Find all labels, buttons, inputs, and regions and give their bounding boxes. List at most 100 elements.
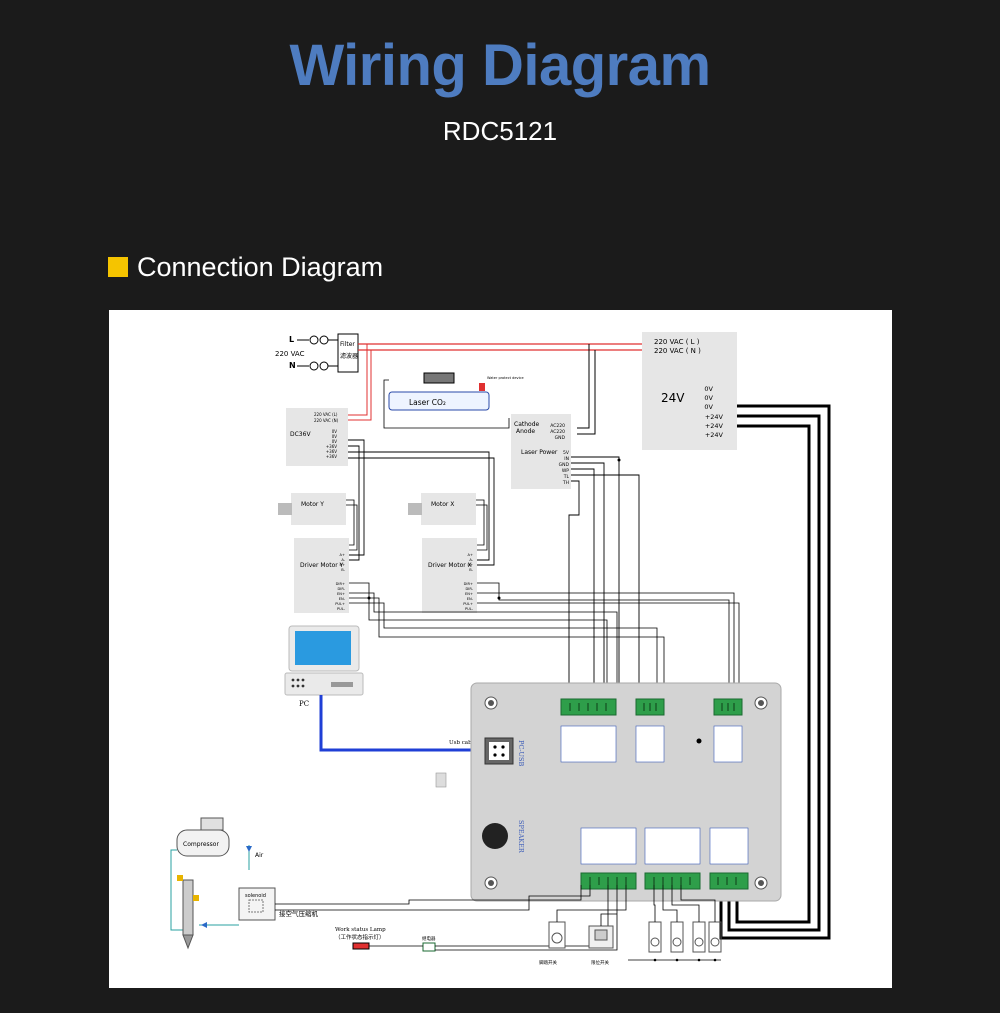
- dc36-out-0: 0V: [332, 429, 338, 434]
- dc36-out-5: +36V: [326, 454, 337, 459]
- dc36v-psu: 220 VAC (L) 220 VAC (N) DC36V 0V 0V 0V +…: [286, 408, 348, 466]
- mains-input: L 220 VAC N Filter 滤波器: [275, 333, 359, 373]
- psu-out-5: +24V: [705, 431, 724, 439]
- pc-screen: [295, 631, 351, 665]
- relay-label: 继电器: [422, 935, 436, 942]
- controller-board: PC-USB SPEAKER: [470, 682, 782, 902]
- motor-x: Motor X: [408, 493, 476, 525]
- filter-label: Filter: [340, 341, 355, 348]
- driver-x-body: [422, 538, 477, 613]
- lamp-label: Work status Lamp: [335, 927, 386, 933]
- wiring-diagram: L 220 VAC N Filter 滤波器 220 VAC ( L ) 220…: [170, 332, 831, 966]
- mains-n-label: N: [289, 361, 296, 370]
- driver-y-pin-3: B-: [341, 568, 345, 572]
- dc36-in-1: 220 VAC (N): [314, 418, 339, 423]
- dc36v-body: [286, 408, 348, 466]
- driver-y-pin-6: EN+: [337, 592, 345, 596]
- wiring-diagram-panel: L 220 VAC N Filter 滤波器 220 VAC ( L ) 220…: [109, 310, 892, 988]
- psu-in-l: 220 VAC ( L ): [654, 338, 700, 346]
- lp-out-2: GND: [559, 462, 570, 468]
- laser-head: [177, 875, 239, 950]
- laser-tube-body: [388, 391, 490, 411]
- controller-body: [470, 682, 782, 902]
- driver-x-pin-8: PUL+: [463, 602, 473, 606]
- driver-x-pin-9: PUL-: [465, 607, 474, 611]
- section-label: Connection Diagram: [137, 251, 384, 282]
- lp-out-1: IN: [564, 456, 569, 462]
- lp-in-1: AC220: [550, 429, 565, 435]
- compressor-label: Compressor: [183, 841, 219, 848]
- motor-y-body: [291, 493, 346, 525]
- psu-24v-body: [642, 332, 737, 450]
- usb-cable-label: Usb cable: [449, 740, 477, 746]
- limit-switches: [628, 885, 722, 961]
- filter-cn-label: 滤波器: [340, 352, 358, 360]
- driver-y-name: Driver Motor Y: [300, 562, 344, 569]
- lp-out-3: WP: [562, 468, 569, 474]
- laser-power-body: [511, 414, 571, 489]
- laser-tube-label: Laser CO₂: [409, 398, 446, 407]
- motor-y: Motor Y: [278, 493, 346, 525]
- dc36-out-1: 0V: [332, 434, 338, 439]
- psu-24v: 220 VAC ( L ) 220 VAC ( N ) 24V 0V 0V 0V…: [642, 332, 737, 450]
- motor-x-body: [421, 493, 476, 525]
- dc36-out-3: +36V: [326, 444, 337, 449]
- driver-x-name: Driver Motor X: [428, 562, 472, 569]
- driver-x-pin-6: EN+: [465, 592, 473, 596]
- laser-power-name: Laser Power: [521, 449, 558, 456]
- motor-x-name: Motor X: [431, 501, 454, 508]
- lp-in-2: GND: [555, 435, 566, 441]
- psu-out-4: +24V: [705, 422, 724, 430]
- solenoid-body: [238, 887, 276, 921]
- psu-out-0: 0V: [704, 385, 713, 393]
- psu-name: 24V: [661, 391, 685, 405]
- driver-x-pin-4: DIR+: [464, 582, 473, 586]
- driver-y-pin-0: A+: [340, 553, 345, 557]
- lp-out-5: TH: [562, 480, 569, 486]
- speaker-icon: [482, 823, 508, 849]
- mains-l-label: L: [289, 335, 294, 344]
- pc-label: PC: [299, 700, 309, 708]
- speaker-label: SPEAKER: [517, 820, 525, 854]
- filter-box: [337, 333, 359, 373]
- solenoid-label: solenoid: [245, 893, 266, 899]
- driver-motor-x: Driver Motor X A+ A- B+ B- DIR+ DIR- EN+…: [422, 538, 477, 613]
- psu-out-3: +24V: [705, 413, 724, 421]
- air-label: Air: [255, 852, 264, 859]
- water-protect-device: [423, 372, 455, 384]
- driver-x-pin-2: B+: [468, 563, 473, 567]
- limit-switch-label: 限位开关: [591, 959, 609, 966]
- usb-port-label: PC-USB: [517, 740, 525, 766]
- driver-y-pin-5: DIR-: [338, 587, 346, 591]
- driver-x-pin-0: A+: [468, 553, 473, 557]
- solenoid-valve: solenoid 接空气压缩机: [238, 885, 591, 921]
- water-protect-label: Water protect device: [487, 376, 524, 380]
- dc36-name: DC36V: [290, 431, 311, 438]
- connector-bottom-3: [709, 872, 749, 890]
- lp-out-0: 5V: [563, 450, 570, 456]
- page-subtitle: RDC5121: [442, 116, 558, 146]
- motor-y-name: Motor Y: [301, 501, 324, 508]
- lp-in-0: AC220: [550, 423, 565, 429]
- solenoid-cn-label: 接空气压缩机: [279, 909, 319, 918]
- driver-x-pin-1: A-: [469, 558, 473, 562]
- compressor: Compressor Air: [170, 817, 264, 931]
- driver-y-pin-1: A-: [341, 558, 345, 562]
- driver-y-body: [294, 538, 349, 613]
- driver-x-pin-7: EN-: [467, 597, 474, 601]
- driver-y-pin-2: B+: [340, 563, 345, 567]
- dc36-out-4: +36V: [326, 449, 337, 454]
- ground-icon: [435, 772, 447, 788]
- section-header: Connection Diagram: [108, 250, 383, 284]
- mains-voltage-label: 220 VAC: [275, 350, 305, 358]
- dc36-in-0: 220 VAC (L): [314, 412, 338, 417]
- laser-tube: Laser CO₂ Water protect device: [383, 372, 524, 429]
- laser-power: Cathode Anode Laser Power AC220 AC220 GN…: [511, 414, 571, 489]
- foot-switch-label: 脚踏开关: [539, 959, 557, 966]
- usb-cable: [319, 695, 485, 752]
- driver-y-pin-8: PUL+: [335, 602, 345, 606]
- section-marker-icon: [108, 257, 128, 277]
- driver-y-pin-4: DIR+: [336, 582, 345, 586]
- driver-y-pin-9: PUL-: [337, 607, 346, 611]
- driver-y-pin-7: EN-: [339, 597, 346, 601]
